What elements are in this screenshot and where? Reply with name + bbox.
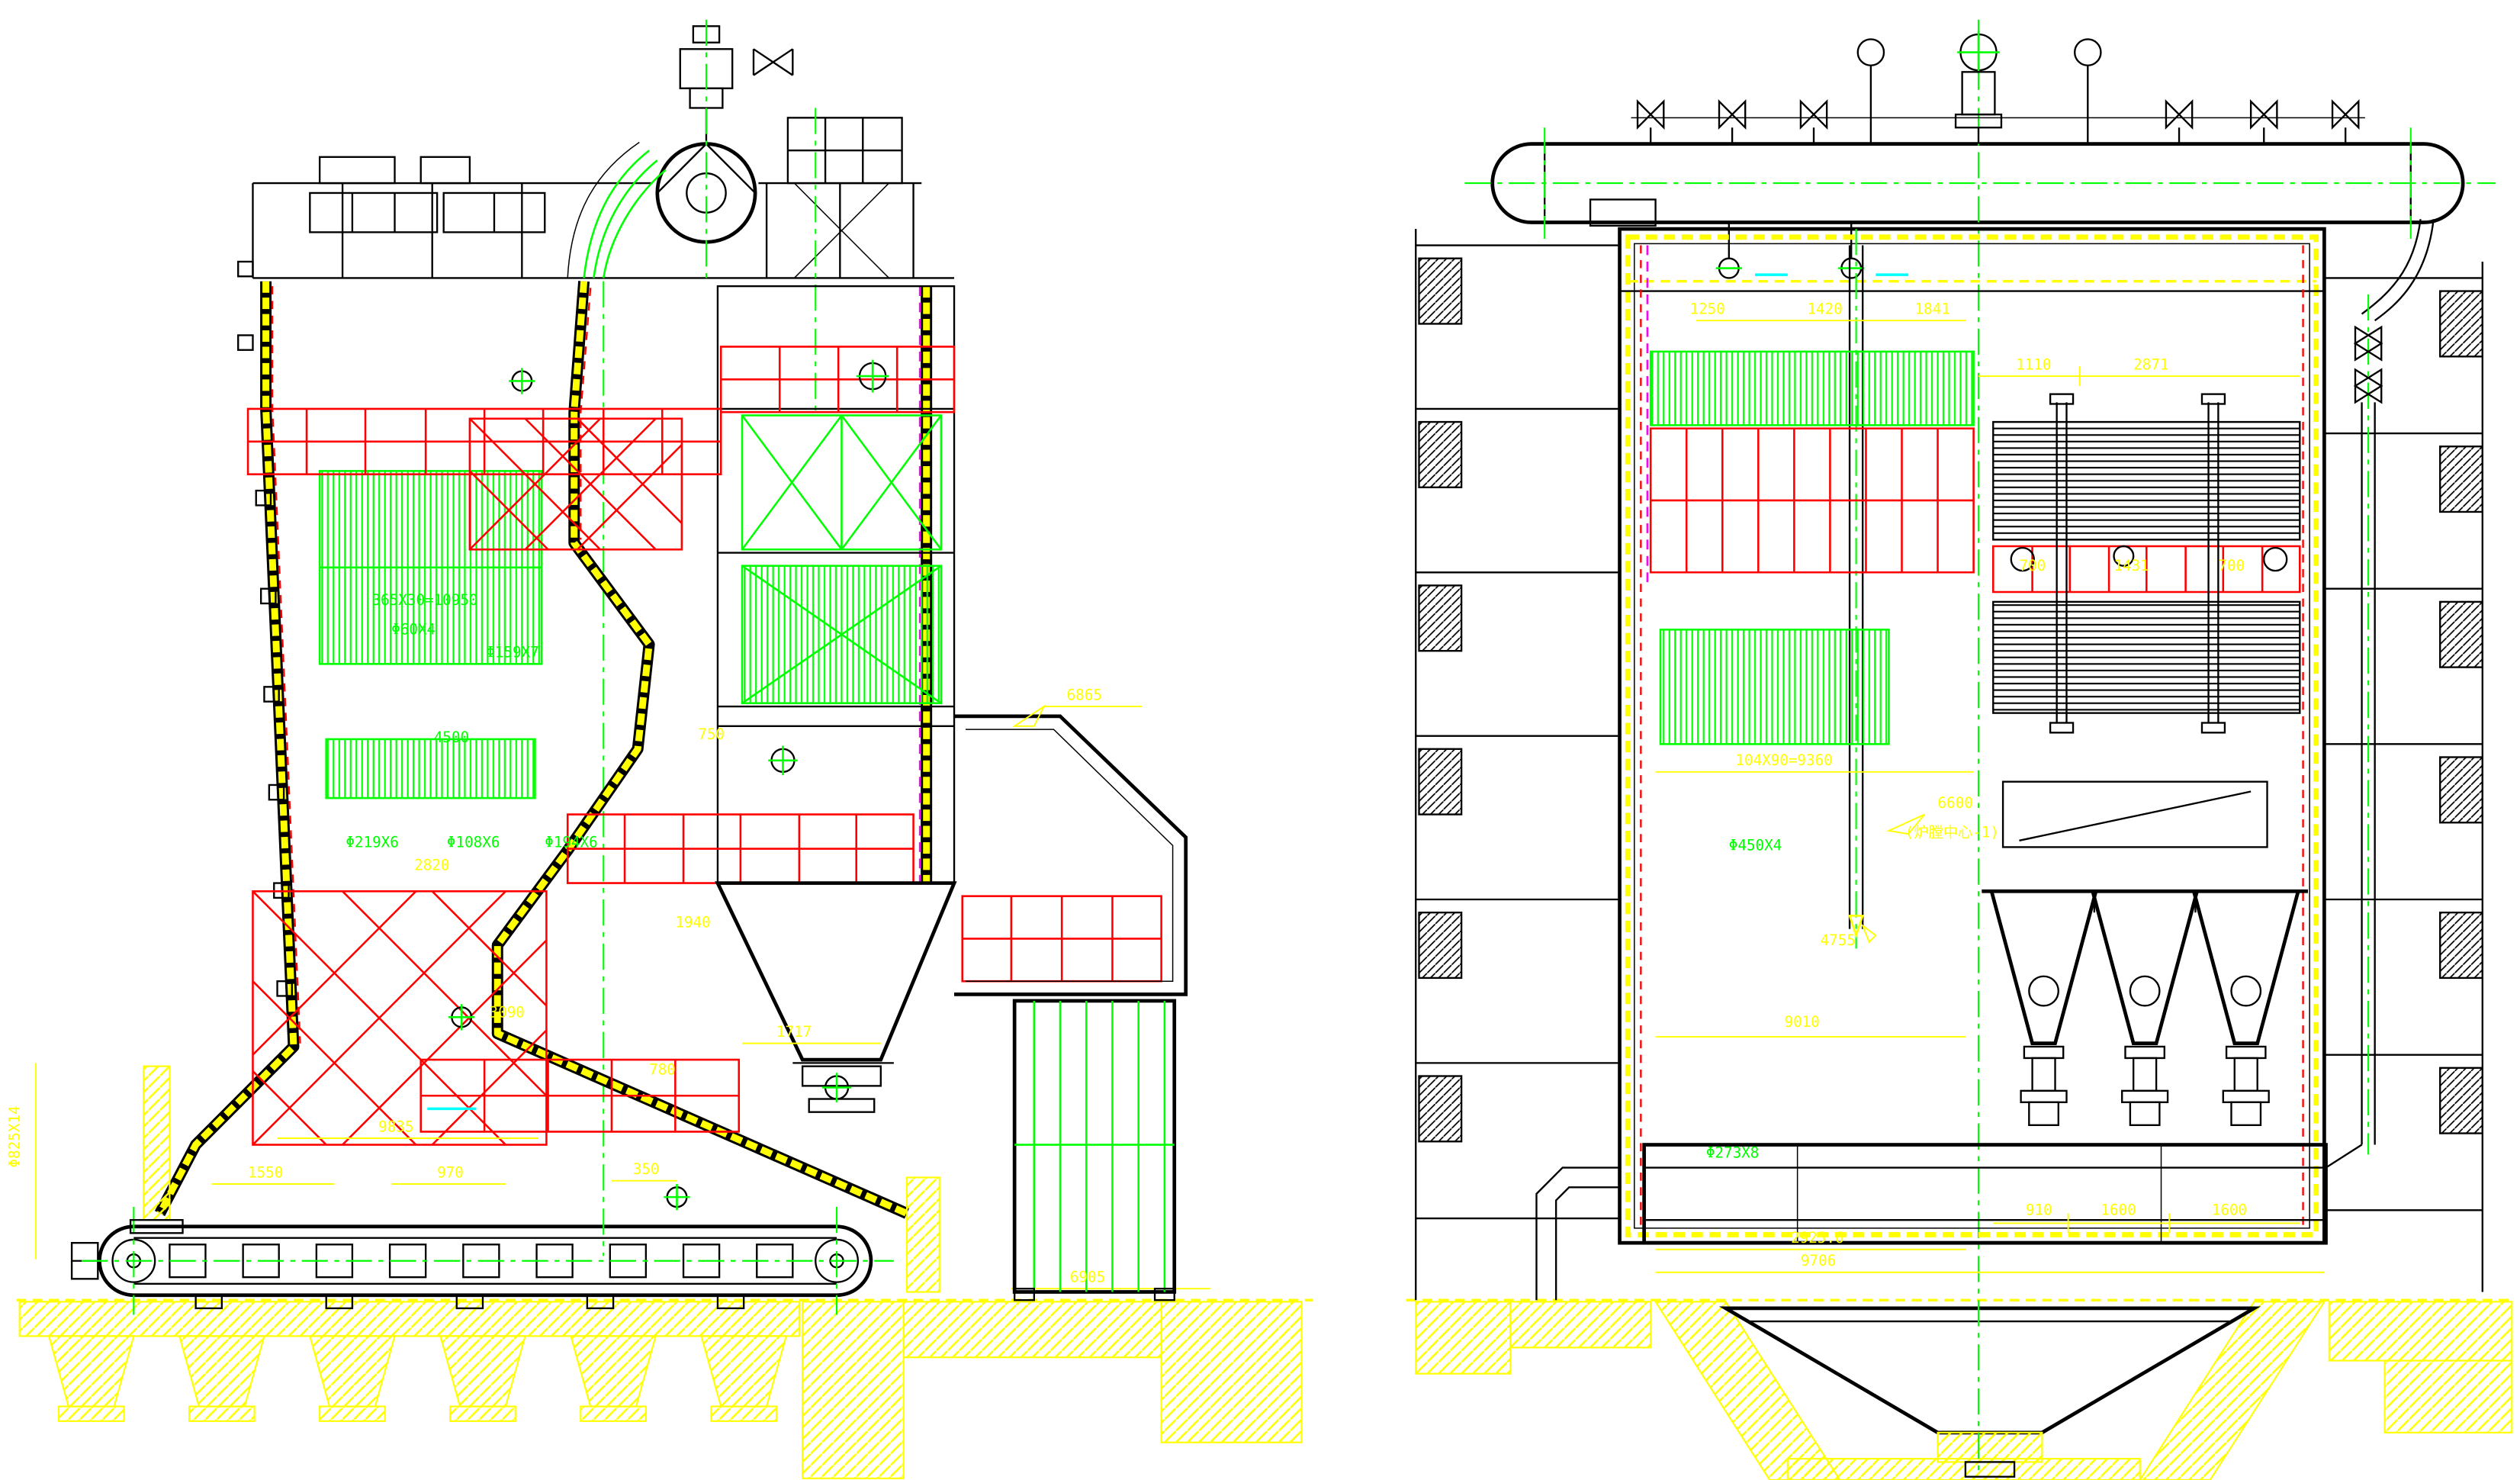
dimension-label: 365X30=10950 bbox=[372, 591, 478, 609]
dimension-label: 1431 bbox=[2114, 557, 2149, 574]
dimension-label: 4755 bbox=[1821, 931, 1856, 949]
dimension-label: 2871 bbox=[2133, 356, 2168, 373]
gauge-right bbox=[2074, 38, 2102, 144]
flue-gas-duct bbox=[954, 714, 1188, 996]
hopper-1 bbox=[1989, 890, 2098, 1127]
dimension-label: 350 bbox=[633, 1160, 660, 1178]
dimension-label: 9706 bbox=[1801, 1252, 1836, 1269]
damper-panel bbox=[2001, 780, 2268, 848]
external-downcomer-right bbox=[2325, 219, 2435, 1169]
small-valves bbox=[1636, 99, 2360, 144]
dimension-lines-right bbox=[1655, 320, 2325, 1273]
dimension-label: Φ219X6 bbox=[346, 833, 398, 851]
central-downcomer bbox=[1848, 229, 1864, 949]
dimension-label: 1940 bbox=[675, 913, 710, 931]
inclined-red-lattice bbox=[468, 417, 683, 551]
dimension-label: 2820 bbox=[414, 856, 449, 874]
heat-exchanger-lattice-upper bbox=[741, 414, 943, 551]
dimension-label: 9835 bbox=[378, 1118, 413, 1135]
platform-grid-furnace bbox=[1649, 427, 1975, 574]
drum-top-fittings bbox=[1631, 31, 2365, 279]
foundation-left bbox=[16, 1288, 1313, 1479]
front-elevation-view: 1250 1420 1841 1110 2871 700 1431 700 104X90=936… bbox=[1406, 19, 2515, 1480]
dimension-label: 1717 bbox=[776, 1023, 812, 1041]
dimension-label: Φ273X8 bbox=[1706, 1144, 1759, 1162]
dimension-label: 750 bbox=[698, 726, 725, 743]
dimension-label: 910 bbox=[2026, 1202, 2052, 1219]
chain-grate-stoker bbox=[70, 1207, 894, 1315]
boiler-roof-frame bbox=[252, 117, 955, 279]
flow-marks bbox=[448, 359, 889, 1211]
dimension-label: (炉膛中心-1) bbox=[1905, 824, 1999, 841]
safety-valve-main bbox=[1954, 31, 2003, 144]
dimension-label: Φ825X14 bbox=[6, 1105, 24, 1167]
dimension-label: 1600 bbox=[2101, 1202, 2136, 1219]
water-gauges-below-drum bbox=[1715, 222, 1909, 279]
cyclone-downcomer-pipes bbox=[567, 141, 667, 278]
side-elevation-view: 365X30=10950Φ60X4Φ159X74500Φ219X6Φ108X6Φ… bbox=[6, 19, 1313, 1479]
left-drain-duct bbox=[1535, 1166, 1620, 1301]
economizer-hopper bbox=[715, 881, 957, 1113]
dimension-label: 1600 bbox=[2212, 1202, 2247, 1219]
dimension-labels-right: 1250 1420 1841 1110 2871 700 1431 700 104X90=936… bbox=[1689, 301, 2247, 1270]
tube-bundle-lower bbox=[325, 738, 536, 800]
ash-discharge-hopper bbox=[1718, 1306, 2261, 1478]
dimension-label: 700 bbox=[2218, 557, 2245, 574]
heat-exchanger-lattice-lower bbox=[741, 565, 943, 705]
convection-tube-banks bbox=[1991, 393, 2301, 734]
dimension-label: 104X90=9360 bbox=[1735, 751, 1832, 769]
dust-collector bbox=[1012, 999, 1177, 1301]
hopper-2 bbox=[2091, 890, 2199, 1127]
gauge-left bbox=[1856, 38, 1885, 144]
dimension-label: 1550 bbox=[248, 1163, 283, 1181]
tube-bundle-top bbox=[1649, 350, 1975, 426]
dimension-label: 3090 bbox=[490, 1003, 525, 1021]
dimension-label: 700 bbox=[2019, 557, 2046, 574]
dimension-label: 1841 bbox=[1915, 301, 1950, 318]
dimension-label: Φ159X7 bbox=[486, 644, 538, 661]
dimension-label: 6865 bbox=[1067, 686, 1102, 703]
dimension-label: Φ108X6 bbox=[447, 833, 500, 851]
platform-ladder-stack-right bbox=[2324, 261, 2483, 1292]
dimension-label: 780 bbox=[649, 1060, 676, 1078]
dimension-label: 1110 bbox=[2016, 356, 2051, 373]
platform-ladder-stack-left bbox=[1415, 229, 1618, 1301]
ash-hoppers bbox=[1982, 889, 2308, 1127]
hopper-3 bbox=[2192, 890, 2300, 1127]
valve-icon bbox=[752, 48, 794, 76]
dimension-label: 970 bbox=[437, 1163, 464, 1181]
tube-bundle-platen bbox=[318, 470, 543, 665]
dimension-lines-left bbox=[35, 704, 1142, 1260]
foundation-right bbox=[1406, 1298, 2515, 1480]
dimension-label: Φ450X4 bbox=[1729, 837, 1782, 854]
dimension-label: 6905 bbox=[1070, 1269, 1105, 1286]
dimension-label: 1420 bbox=[1807, 301, 1842, 318]
dimension-label: 2925.6 bbox=[1791, 1229, 1843, 1247]
dimension-label: Φ60X4 bbox=[391, 621, 436, 639]
dimension-label: Φ194X6 bbox=[545, 833, 597, 851]
tube-bundle-mid bbox=[1659, 629, 1890, 745]
bottom-air-box bbox=[1642, 1143, 2328, 1245]
dimension-label: 6600 bbox=[1938, 794, 1973, 812]
dimension-label: 1250 bbox=[1689, 301, 1724, 318]
stair-truss-lattice bbox=[252, 890, 548, 1146]
dimension-label: 4500 bbox=[434, 729, 469, 746]
dimension-label: 9010 bbox=[1785, 1013, 1820, 1031]
